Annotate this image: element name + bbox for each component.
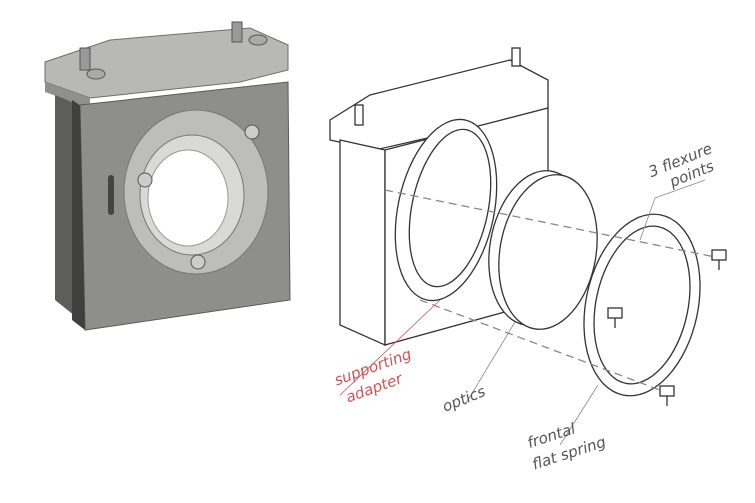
label-frontal-flat-spring: frontal flat spring [525,419,608,473]
optics-label: optics [440,382,488,416]
screw-icon [659,385,675,406]
screw-icon [607,307,623,328]
mount-photo [44,21,291,331]
exploded-drawing [329,47,727,446]
screw-icon [711,249,727,270]
label-supporting-adapter: supporting adapter [332,345,414,407]
label-flexure-points: 3 flexure points [646,139,717,191]
